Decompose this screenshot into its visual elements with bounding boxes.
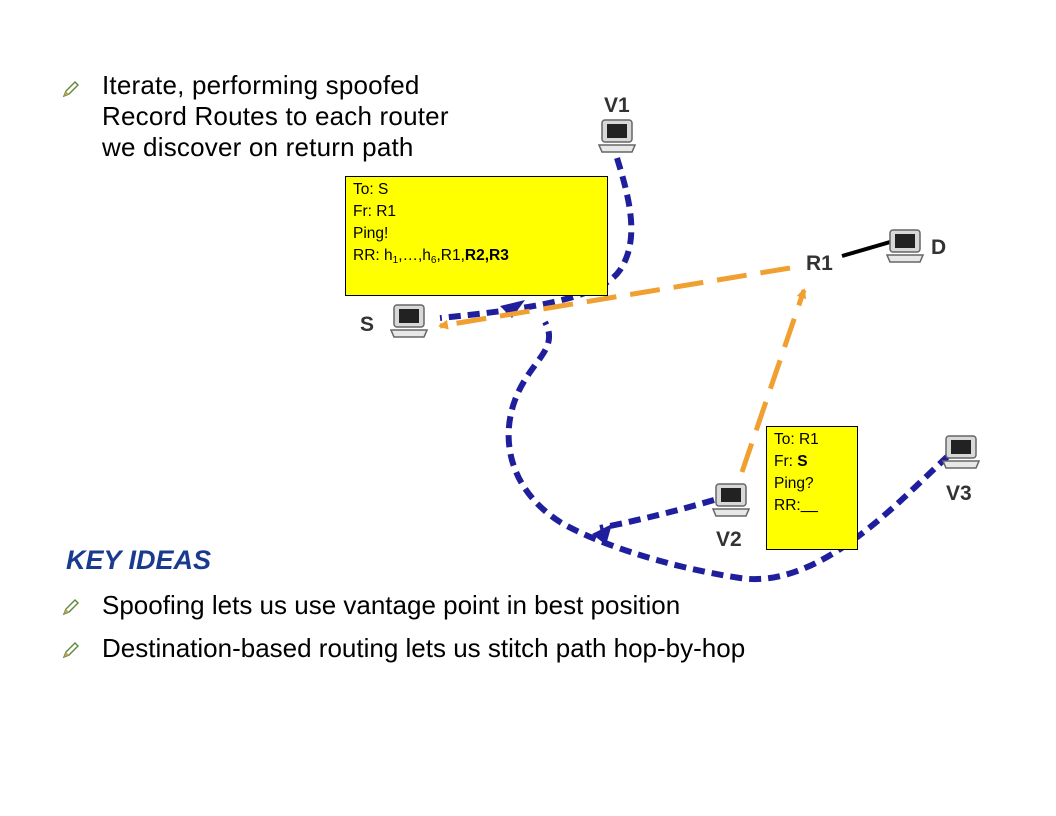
node-label-v3: V3 [946,482,972,505]
node-label-v1: V1 [604,94,630,117]
packet-to: To: S [353,181,389,198]
key-idea-item: Spoofing lets us use vantage point in be… [102,590,681,620]
computer-icon-v3 [942,435,980,469]
computer-icon-d [886,229,924,263]
path-arrow-head-v2 [592,524,612,545]
packet-record-route: RR: h1,…,h6,R1,R2,R3 [353,247,509,266]
node-label-d: D [931,236,947,259]
pencil-bullet-icon [62,642,79,659]
computer-icon-s [390,304,428,338]
packet-ping: Ping? [774,475,814,492]
node-label-r1: R1 [806,252,833,275]
link-r1-d [841,240,891,258]
pencil-bullet-icon [62,81,79,98]
reverse-path-v2-s [599,497,715,531]
packet-from: Fr: S [774,453,808,470]
computer-icon-v2 [712,483,750,517]
computer-icon-v1 [598,119,636,153]
intro-text: Iterate, performing spoofed Record Route… [102,70,562,163]
reverse-path-v1-s [439,157,635,321]
intro-line: we discover on return path [102,132,414,162]
key-ideas-heading: KEY IDEAS [66,545,212,575]
spoofed-request-v2-r1 [739,288,807,473]
packet-ping: Ping! [353,225,389,242]
packet-from: Fr: R1 [353,203,397,220]
intro-line: Iterate, performing spoofed [102,70,420,100]
node-label-s: S [360,313,375,336]
key-idea-item: Destination-based routing lets us stitch… [102,633,746,663]
spoofed-request-packet: To: R1 Fr: S Ping? RR:__ [766,426,858,550]
spoofed-reply-packet: To: S Fr: R1 Ping! RR: h1,…,h6,R1,R2,R3 [345,176,608,296]
spoofed-reply-r1-s [438,265,791,330]
path-arrow-head-s [500,300,525,318]
node-label-v2: V2 [716,528,742,551]
pencil-bullet-icon [62,599,79,616]
packet-record-route: RR:__ [774,497,818,514]
intro-line: Record Routes to each router [102,101,449,131]
packet-to: To: R1 [774,431,819,448]
